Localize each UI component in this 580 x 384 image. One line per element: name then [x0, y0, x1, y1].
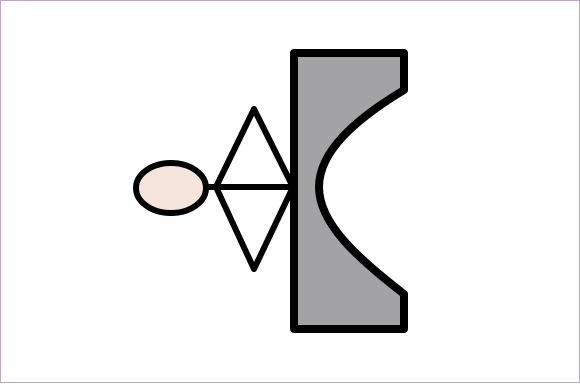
figure-upper-triangle — [216, 109, 293, 187]
figure-head-ellipse — [136, 163, 206, 213]
figure-lower-triangle — [216, 187, 293, 269]
concave-block-shape — [294, 53, 404, 329]
